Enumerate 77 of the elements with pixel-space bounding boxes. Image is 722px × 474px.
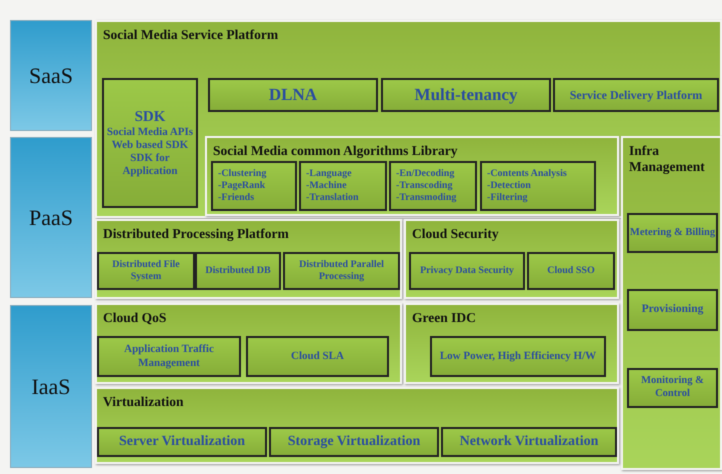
layer-panel [95, 20, 722, 218]
component-box [299, 161, 387, 211]
panel-title: Cloud QoS [103, 310, 166, 326]
component-box [97, 336, 241, 377]
component-label: -En/Decoding [396, 168, 454, 180]
layer-label: SaaS [29, 62, 73, 88]
component-box [381, 78, 551, 112]
component-label: -PageRank [218, 180, 266, 192]
component-label: Storage Virtualization [288, 434, 420, 450]
component-box [627, 368, 718, 408]
component-label: -Transcoding [396, 180, 452, 192]
layer-panel [95, 387, 619, 464]
panel-title: Social Media Service Platform [103, 27, 278, 43]
component-label: Multi-tenancy [414, 84, 518, 106]
service-layer-band [10, 20, 92, 131]
component-box [211, 161, 297, 211]
component-label: -Contents Analysis [487, 168, 567, 180]
component-label: SDK [134, 108, 166, 126]
component-label: Server Virtualization [118, 434, 246, 450]
component-box [246, 336, 389, 377]
component-label: Monitoring & Control [640, 375, 705, 401]
component-box [283, 252, 400, 290]
component-label: Social Media APIs [106, 126, 194, 139]
component-label: -Filtering [487, 192, 528, 204]
component-label: Metering & Billing [630, 226, 716, 240]
component-label: Low Power, High Efficiency H/W [440, 350, 596, 364]
component-label: Distributed File System [111, 259, 181, 283]
panel-title: Distributed Processing Platform [103, 226, 289, 242]
component-label: -Machine [306, 180, 347, 192]
component-box [97, 252, 195, 290]
service-layer-band [10, 305, 92, 468]
component-label: -Detection [487, 180, 531, 192]
layer-panel [95, 303, 402, 384]
component-label: SDK for Application [121, 152, 178, 178]
component-label: Cloud SSO [547, 265, 595, 277]
component-label: Provisioning [642, 303, 704, 317]
panel-title: Cloud Security [412, 226, 499, 242]
component-label: -Clustering [218, 168, 266, 180]
panel-title: Green IDC [412, 310, 476, 326]
panel-title: Social Media common Algorithms Library [213, 143, 458, 159]
layer-panel [404, 219, 619, 299]
component-label: Distributed DB [205, 265, 271, 277]
component-box [269, 427, 439, 457]
layer-panel [621, 136, 722, 470]
component-box [409, 252, 525, 290]
component-box [480, 161, 596, 211]
component-box [195, 252, 281, 290]
component-box [627, 213, 718, 253]
component-box [208, 78, 378, 112]
component-box [102, 78, 198, 208]
component-label: DLNA [268, 84, 318, 106]
component-label: -Transmoding [396, 192, 456, 204]
component-box [553, 78, 719, 112]
component-label: Privacy Data Security [420, 265, 514, 277]
component-label: Application Traffic Management [123, 343, 215, 370]
panel-title: Virtualization [103, 394, 184, 410]
component-box [527, 252, 615, 290]
component-box [430, 336, 606, 377]
layer-label: IaaS [31, 374, 71, 400]
layer-panel [404, 303, 619, 384]
component-label: Distributed Parallel Processing [298, 259, 385, 283]
component-label: Network Virtualization [460, 434, 598, 450]
layer-panel [95, 219, 402, 299]
panel-title: Infra Management [629, 143, 706, 174]
component-label: -Friends [218, 192, 254, 204]
service-layer-band [10, 137, 92, 298]
component-label: -Language [306, 168, 352, 180]
layer-label: PaaS [29, 204, 73, 230]
component-box [441, 427, 617, 457]
layer-panel [205, 136, 619, 216]
component-box [389, 161, 477, 211]
component-box [627, 289, 718, 331]
component-label: -Translation [306, 192, 359, 204]
component-label: Service Delivery Platform [570, 88, 702, 102]
component-label: Cloud SLA [291, 350, 344, 364]
component-label: Web based SDK [112, 138, 188, 152]
component-box [97, 427, 267, 457]
